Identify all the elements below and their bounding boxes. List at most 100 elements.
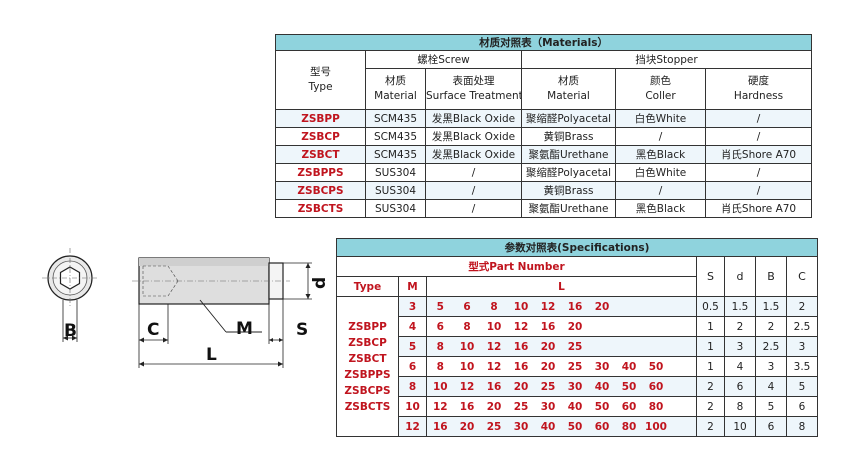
dim-label-c: C [147,320,159,340]
table-cell: 黑色Black [615,145,706,164]
b-value: 6 [755,416,787,437]
type-code: ZSBCTS [275,199,366,218]
col-header-cn: 材质 [385,75,406,87]
l-value [615,336,643,357]
table-cell: / [615,127,706,146]
col-header-en: Material [547,90,590,102]
l-value: 25 [561,356,589,377]
l-value: 30 [507,416,535,437]
l-value: 5 [426,296,454,317]
l-value: 50 [561,416,589,437]
col-header-en: Coller [645,90,676,102]
d-value: 6 [724,376,756,397]
l-value: 16 [453,396,481,417]
type-code: ZSBCPS [275,181,366,200]
l-value: 6 [426,316,454,337]
table-cell: 聚缩醛Polyacetal [521,109,616,128]
l-value: 10 [507,296,535,317]
table-cell: / [425,163,522,182]
l-value: 25 [507,396,535,417]
l-value: 50 [588,396,616,417]
type-header-cn: 型号 [310,66,331,78]
l-value: 16 [426,416,454,437]
end-view: B [42,248,98,342]
l-value: 20 [588,296,616,317]
type-code: ZSBCPS [344,384,391,397]
table-cell: 发黑Black Oxide [425,127,522,146]
type-code: ZSBPPS [344,368,391,381]
table-cell: 发黑Black Oxide [425,145,522,164]
l-value: 20 [480,396,508,417]
table-cell: SCM435 [365,145,426,164]
table-cell: 聚氨酯Urethane [521,199,616,218]
m-value: 3 [398,296,427,317]
col-header-stopper-material: 材质 Material [521,68,616,110]
l-value: 12 [480,336,508,357]
l-value: 16 [480,376,508,397]
l-value: 16 [561,296,589,317]
m-value: 4 [398,316,427,337]
b-value: 3 [755,356,787,377]
l-value: 8 [453,316,481,337]
d-value: 10 [724,416,756,437]
l-value: 12 [534,296,562,317]
l-col-header: L [426,276,697,297]
type-code: ZSBCT [348,352,387,365]
l-value [615,316,643,337]
l-value: 12 [480,356,508,377]
l-value: 16 [534,316,562,337]
type-header-en: Type [308,81,333,93]
dim-label-b: B [64,321,77,341]
b-header: B [755,256,787,297]
l-value: 12 [507,316,535,337]
l-value: 60 [588,416,616,437]
col-header-cn: 表面处理 [452,75,495,87]
b-value: 5 [755,396,787,417]
c-value: 6 [785,396,819,417]
l-value [669,376,697,397]
l-value: 10 [453,356,481,377]
specs-title: 参数对照表(Specifications) [335,238,819,257]
l-value [642,296,670,317]
table-cell: / [704,109,813,128]
l-value: 25 [480,416,508,437]
dim-label-s: S [296,320,308,340]
d-value: 3 [724,336,756,357]
stopper-group-header: 挡块Stopper [520,50,813,69]
l-value [669,296,697,317]
l-value: 30 [588,356,616,377]
s-header: S [696,256,725,297]
d-value: 2 [724,316,756,337]
b-value: 2.5 [755,336,787,357]
l-value: 20 [453,416,481,437]
l-value: 8 [426,356,454,377]
table-cell: 白色White [615,163,706,182]
l-value: 12 [453,376,481,397]
table-cell: 聚缩醛Polyacetal [521,163,616,182]
table-cell: / [704,181,813,200]
l-value: 10 [453,336,481,357]
col-header-cn: 硬度 [748,75,770,87]
s-value: 2 [696,416,725,437]
type-code: ZSBPPS [275,163,366,182]
d-value: 1.5 [724,296,756,317]
col-header-cn: 材质 [558,75,579,87]
l-value: 40 [534,416,562,437]
type-code: ZSBPP [348,320,387,333]
set-screw-drawing: B d C M S [42,248,330,368]
b-value: 4 [755,376,787,397]
l-value [669,416,697,437]
l-value: 25 [561,336,589,357]
l-value: 8 [480,296,508,317]
d-header: d [724,256,756,297]
l-value: 40 [561,396,589,417]
side-view: d C M S L [132,257,330,368]
